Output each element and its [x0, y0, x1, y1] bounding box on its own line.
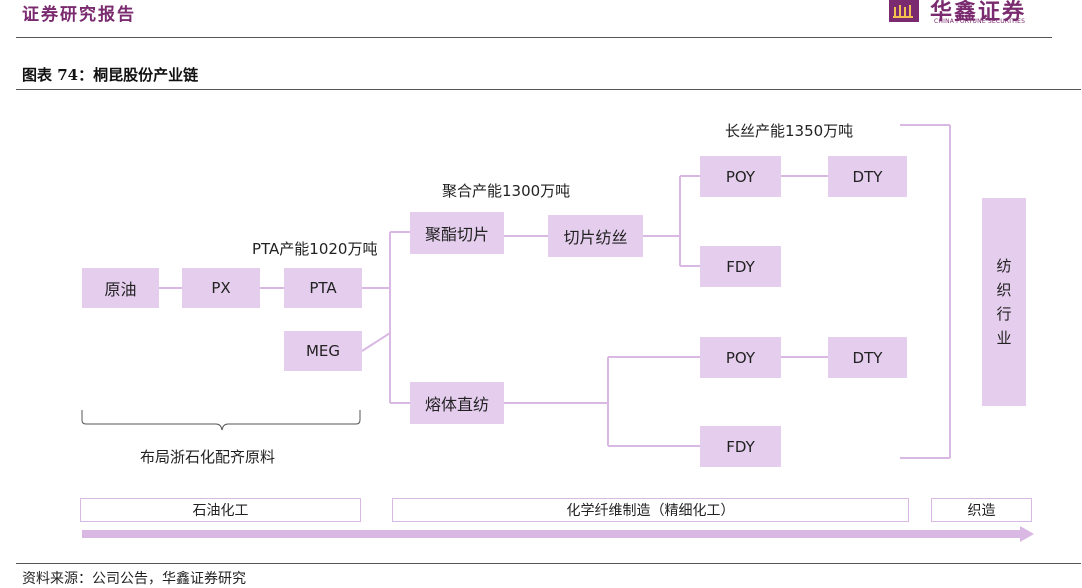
brand-name-en: CHINA FORTUNE SECURITIES — [934, 18, 1026, 25]
brand-logo-icon — [889, 0, 919, 22]
node-pta: PTA — [284, 268, 362, 308]
caption-filament-capacity: 长丝产能1350万吨 — [725, 122, 854, 140]
textile-char: 纺 — [996, 257, 1012, 275]
caption-polymerization-capacity: 聚合产能1300万吨 — [442, 182, 571, 200]
figure-title-divider — [16, 89, 1081, 90]
brand-name-cn: 华鑫证券 — [930, 0, 1027, 25]
source-note: 资料来源：公司公告，华鑫证券研究 — [22, 571, 246, 587]
node-fdy-lower: FDY — [700, 426, 781, 467]
caption-raw-material-layout: 布局浙石化配齐原料 — [140, 448, 276, 466]
node-poy-lower: POY — [700, 337, 781, 378]
caption-pta-capacity: PTA产能1020万吨 — [252, 240, 378, 258]
node-crude-oil: 原油 — [82, 268, 159, 308]
band-weaving: 织造 — [931, 498, 1032, 522]
report-type-title: 证券研究报告 — [22, 5, 136, 25]
node-melt-direct-spinning: 熔体直纺 — [410, 382, 504, 424]
band-petrochemical: 石油化工 — [80, 498, 361, 522]
textile-char: 行 — [996, 305, 1012, 323]
node-meg: MEG — [284, 331, 362, 371]
textile-char: 织 — [996, 281, 1012, 299]
textile-char: 业 — [996, 329, 1012, 347]
node-chip-spinning: 切片纺丝 — [548, 215, 643, 257]
band-chemical-fiber: 化学纤维制造（精细化工） — [392, 498, 909, 522]
node-polyester-chips: 聚酯切片 — [410, 212, 504, 254]
node-px: PX — [182, 268, 260, 308]
node-fdy-upper: FDY — [700, 246, 781, 287]
node-dty-upper: DTY — [828, 156, 907, 197]
node-textile-industry: 纺 织 行 业 — [982, 198, 1026, 406]
figure-title: 图表 74：桐昆股份产业链 — [22, 66, 199, 84]
node-poy-upper: POY — [700, 156, 781, 197]
node-dty-lower: DTY — [828, 337, 907, 378]
header-divider — [16, 37, 1052, 38]
footer-divider — [16, 563, 1081, 564]
